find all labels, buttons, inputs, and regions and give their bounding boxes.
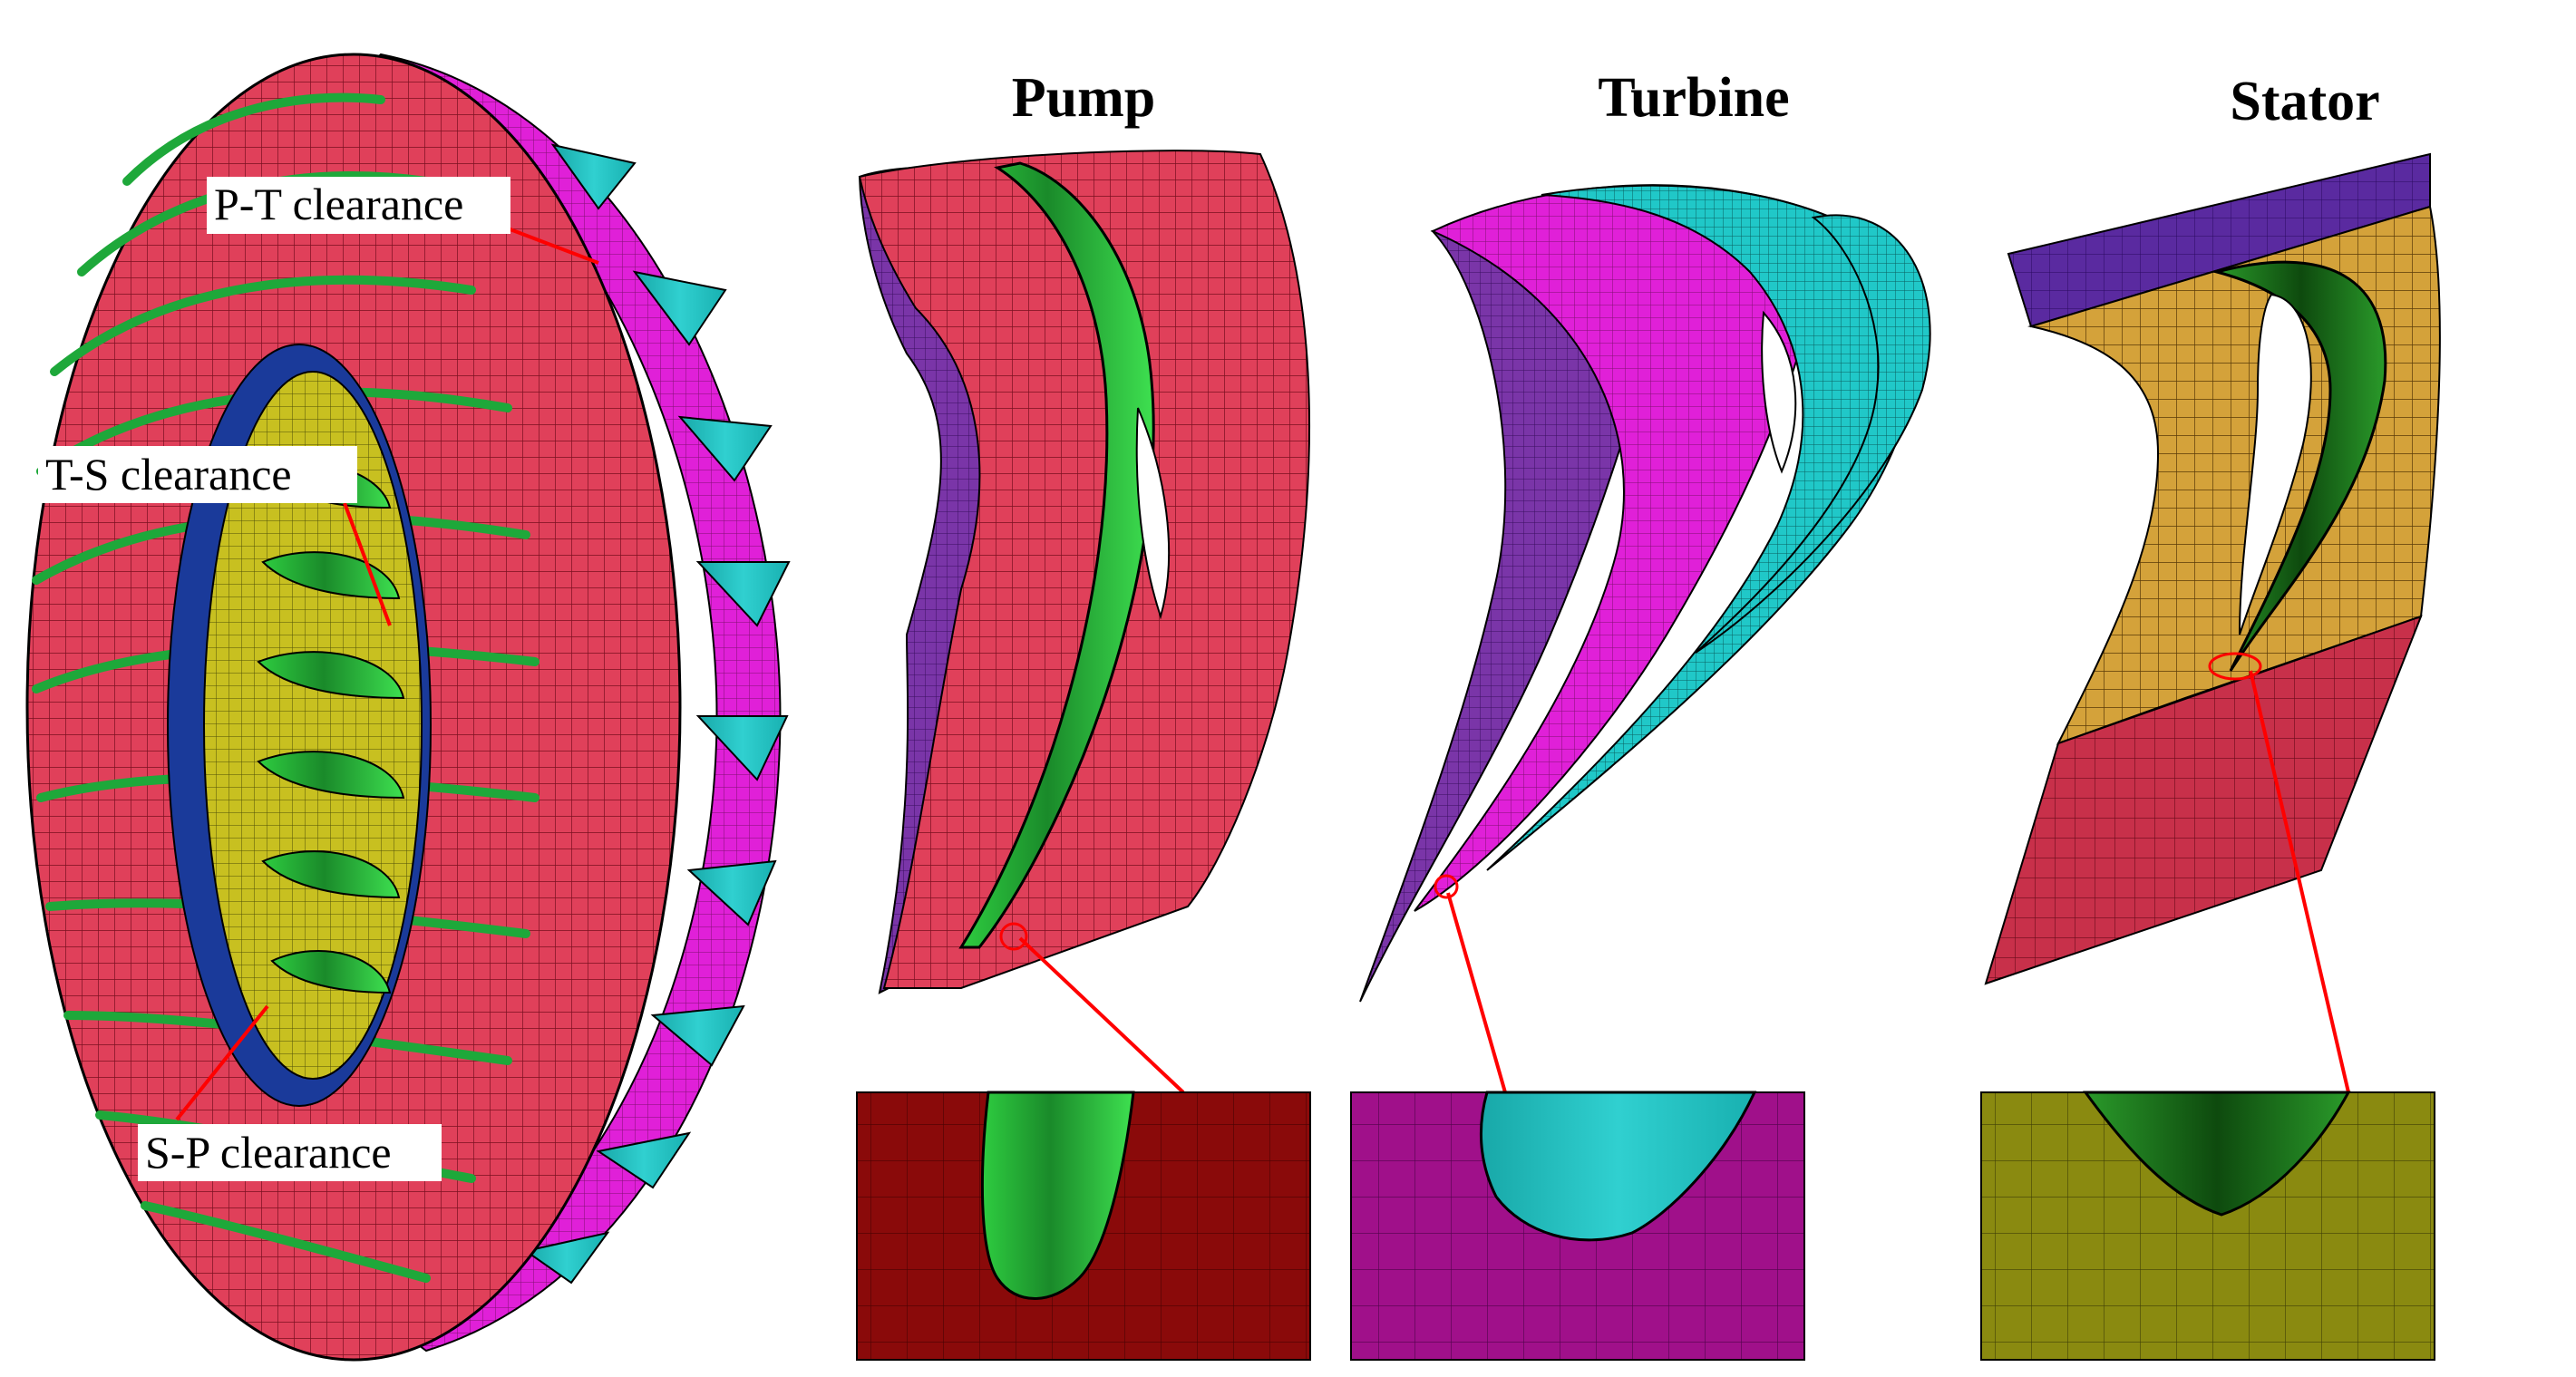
pump-zoom-detail [856,1091,1311,1361]
turbine-title: Turbine [1598,67,1789,129]
sp-clearance-annotation: S-P clearance [138,1004,442,1181]
stator-inner-blades [257,463,405,994]
torque-converter-assembly [25,53,791,1362]
pump-blade-surface [858,150,1310,989]
stator-bottom-face [1984,615,2423,985]
stator-core [203,371,423,1080]
pump-gap-opening [1135,407,1171,620]
pump-gap-strip [958,161,1155,949]
stator-zoom-leader [2249,670,2350,1093]
pump-zoom-leader [1018,936,1185,1094]
pt-clearance-label: P-T clearance [214,179,463,229]
pump-title: Pump [1012,67,1155,129]
pt-clearance-annotation: P-T clearance [207,177,599,265]
turbine-zoom-detail [1350,1091,1805,1361]
turbine-blade-row [523,143,791,1285]
stator-title: Stator [2230,71,2379,132]
ts-clearance-label: T-S clearance [45,449,292,499]
sp-clearance-label: S-P clearance [145,1127,392,1178]
turbine-gap-opening [1761,310,1797,474]
turbine-zoom-leader [1446,892,1507,1093]
turbine-blade-edge [1695,214,1931,654]
ts-clearance-annotation: T-S clearance [38,446,392,626]
stator-gap-opening [2239,293,2312,635]
stator-zoom-detail [1980,1091,2435,1361]
stator-panel: Stator [1980,71,2441,1361]
turbine-panel: Turbine [1350,67,1931,1361]
pump-panel: Pump [856,67,1311,1361]
